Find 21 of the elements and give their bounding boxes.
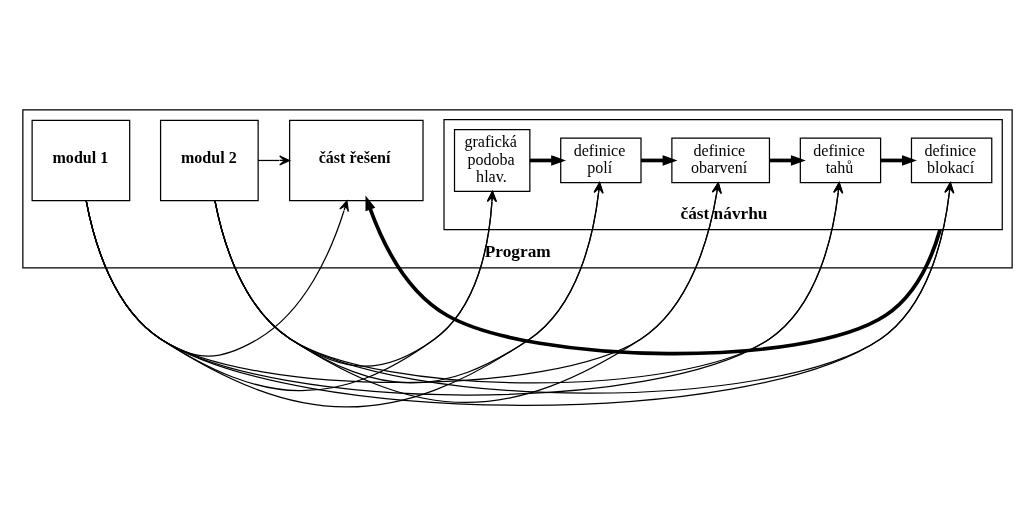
arrow — [769, 155, 806, 166]
node-box: modul 1 — [31, 119, 131, 202]
arrow — [641, 155, 678, 166]
node-box: definice blokací — [910, 137, 993, 184]
arrow — [85, 200, 349, 357]
node-box: část řešení — [289, 119, 424, 202]
arrow — [85, 182, 844, 396]
arrow — [257, 155, 291, 166]
arrow — [85, 191, 497, 392]
arrow — [85, 182, 955, 406]
node-box: definice polí — [560, 137, 642, 184]
arrow — [529, 155, 567, 166]
node-box: grafická podoba hlav. — [453, 128, 531, 192]
arrow — [85, 182, 604, 408]
node-box: definice tahů — [799, 137, 882, 184]
arrow — [365, 195, 942, 356]
arrow — [85, 182, 722, 384]
node-box: definice obarvení — [671, 137, 771, 184]
arrow — [214, 182, 955, 394]
arrow — [880, 155, 917, 166]
node-box: modul 2 — [159, 119, 259, 202]
